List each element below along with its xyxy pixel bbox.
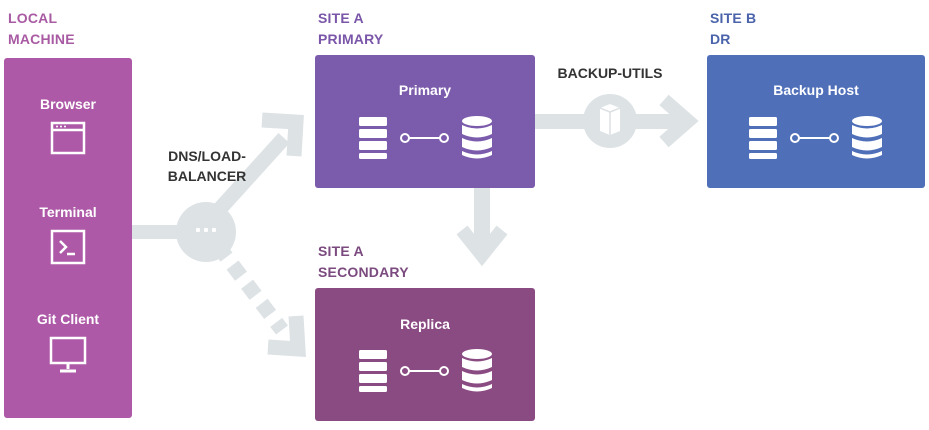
- primary-box: Primary: [315, 55, 535, 188]
- database-icon: [462, 116, 492, 159]
- primary-node-group: [359, 115, 495, 161]
- local-label-line1: LOCAL: [8, 10, 58, 26]
- package-icon: [599, 104, 621, 135]
- monitor-icon: [49, 336, 87, 373]
- primary-label-line2: PRIMARY: [318, 31, 384, 47]
- lb-to-secondary-arrow-head: [267, 315, 307, 358]
- database-icon: [852, 116, 882, 159]
- browser-window-icon: [50, 121, 86, 155]
- local-item-label: Git Client: [36, 311, 100, 327]
- primary-to-dr-arrow-head: [659, 94, 699, 148]
- secondary-label-line2: SECONDARY: [318, 264, 409, 280]
- lb-label-line2: BALANCER: [167, 168, 247, 184]
- dr-label-line1: SITE B: [710, 10, 757, 26]
- local-machine-label: LOCAL MACHINE: [8, 8, 75, 50]
- replica-title: Replica: [400, 316, 450, 332]
- lb-to-primary-arrow-head: [261, 112, 304, 157]
- backup-host-node-group: [749, 115, 885, 161]
- load-balancer-label: DNS/LOAD- BALANCER: [160, 146, 254, 186]
- site-a-primary-label: SITE A PRIMARY: [318, 8, 383, 50]
- primary-to-secondary-shaft: [474, 188, 490, 248]
- replica-node-group: [359, 348, 495, 394]
- lb-label-line1: DNS/LOAD-: [168, 148, 246, 164]
- primary-to-secondary-arrow-head: [456, 225, 508, 267]
- site-b-dr-label: SITE B DR: [710, 8, 756, 50]
- link-icon: [400, 133, 449, 143]
- backup-utils-label: BACKUP-UTILS: [557, 65, 663, 81]
- primary-label-line1: SITE A: [318, 10, 364, 26]
- primary-title: Primary: [398, 82, 452, 98]
- link-icon: [400, 366, 449, 376]
- server-icon: [749, 117, 777, 159]
- local-item-terminal[interactable]: Terminal: [4, 204, 132, 265]
- terminal-icon: [50, 229, 86, 265]
- server-icon: [359, 117, 387, 159]
- local-item-label: Browser: [39, 96, 97, 112]
- server-icon: [359, 350, 387, 392]
- secondary-label-line1: SITE A: [318, 243, 364, 259]
- database-icon: [462, 349, 492, 392]
- dr-label-line2: DR: [710, 31, 731, 47]
- replica-box: Replica: [315, 288, 535, 421]
- ellipsis-icon: [196, 228, 216, 232]
- backup-host-box: Backup Host: [707, 55, 925, 188]
- local-item-browser[interactable]: Browser: [4, 96, 132, 155]
- local-item-label: Terminal: [39, 204, 97, 220]
- local-label-line2: MACHINE: [8, 31, 75, 47]
- backup-host-title: Backup Host: [773, 82, 859, 98]
- local-machine-box: Browser Terminal Git Client: [4, 58, 132, 418]
- local-item-git-client[interactable]: Git Client: [4, 311, 132, 374]
- lb-to-secondary-dotted-arrow: [212, 241, 288, 335]
- link-icon: [790, 133, 839, 143]
- site-a-secondary-label: SITE A SECONDARY: [318, 241, 409, 283]
